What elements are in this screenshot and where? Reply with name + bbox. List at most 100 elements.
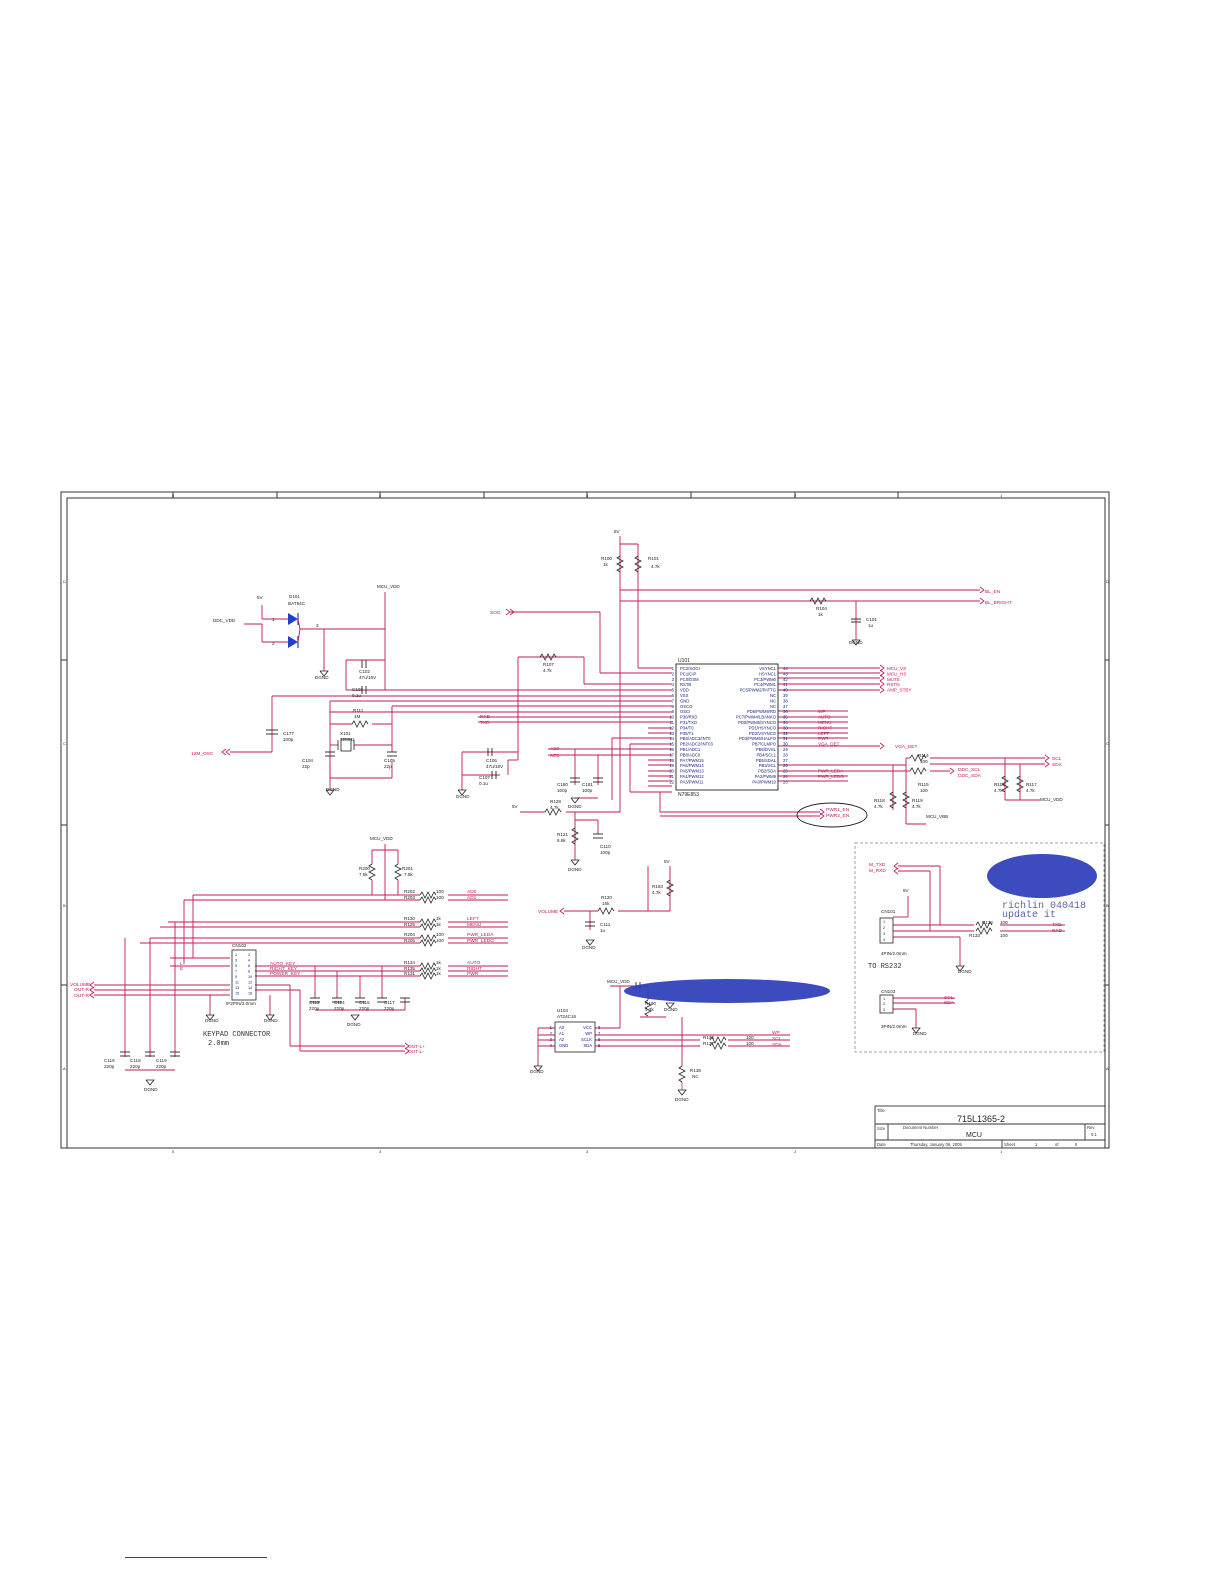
part-value: 12MHz xyxy=(340,737,355,742)
ground-symbol xyxy=(677,1089,687,1096)
part-value: 4.7k xyxy=(550,805,559,810)
pin-name: VSYNC1 xyxy=(759,666,776,671)
pin-number: 24 xyxy=(783,774,788,779)
net-label: BL_EN xyxy=(985,589,1001,595)
pin-number: 12 xyxy=(248,981,252,985)
part-value: 220p xyxy=(104,1064,115,1069)
diode-d101 xyxy=(288,613,301,648)
size-label: Size xyxy=(877,1126,886,1131)
pin-name: PC1/CIP xyxy=(680,671,696,676)
pin-name: P35/T1 xyxy=(680,731,694,736)
net-label: LEFT xyxy=(467,916,479,922)
pin-number: 43 xyxy=(783,671,788,676)
pin-number: 20 xyxy=(669,769,674,774)
highlight-marks xyxy=(624,802,1097,1003)
part-ref: R119 xyxy=(912,798,923,803)
pin-number: 28 xyxy=(783,752,788,757)
part-value: 100 xyxy=(436,889,444,894)
mcu-part: N79E853 xyxy=(678,792,699,798)
part-ref: C114 xyxy=(334,1000,345,1005)
net-label: RSTN xyxy=(887,682,900,687)
part-value: 100p xyxy=(600,850,611,855)
pin-name: PD2/VSYNCO xyxy=(749,731,777,736)
pin-number: 15 xyxy=(235,992,239,996)
part-ref: C106 xyxy=(486,758,497,763)
pin-name: HSYNC1 xyxy=(759,671,777,676)
pin-number: 10 xyxy=(248,975,252,979)
pin-number: 11 xyxy=(235,981,239,985)
pin-name: PC3/PWM0 xyxy=(754,677,777,682)
grid-row-label: B xyxy=(63,903,66,908)
resistor-symbol xyxy=(709,1036,727,1044)
capacitor-symbol xyxy=(487,748,493,756)
svg-text:4: 4 xyxy=(883,938,885,942)
capacitor-symbol xyxy=(851,618,861,623)
net-label: PWR xyxy=(818,736,829,741)
handwritten-note-line: richlin 040418 xyxy=(1002,900,1086,912)
resistor-symbol xyxy=(368,863,376,881)
net-label: DGND xyxy=(568,867,582,872)
part-value: 100 xyxy=(436,895,444,900)
pin-number: 29 xyxy=(783,747,788,752)
net-label: MCU_VS xyxy=(887,666,906,671)
pin-number: 7 xyxy=(598,1031,601,1036)
pin-number: 6 xyxy=(598,1037,601,1042)
pin-name: PA0/PWM10 xyxy=(752,779,776,784)
net-label: AD1 xyxy=(467,895,477,901)
part-value: 100p xyxy=(557,788,568,793)
ground-symbol xyxy=(570,797,580,804)
net-label: TXD xyxy=(1052,922,1062,928)
pin-number: 16 xyxy=(248,992,252,996)
svg-text:1: 1 xyxy=(883,997,885,1001)
pin-number: 40 xyxy=(783,688,788,693)
net-label: PWR_LEDG xyxy=(818,774,844,779)
net-label: DDC_SDA xyxy=(958,773,982,779)
part-ref: R111 xyxy=(353,708,364,713)
pin-name: VCC xyxy=(583,1025,592,1030)
pin-number: 42 xyxy=(783,677,788,682)
pin-name: SCLK xyxy=(581,1037,592,1042)
capacitor-symbol xyxy=(332,997,342,1003)
resistor-symbol xyxy=(644,999,652,1017)
net-label: RXD xyxy=(480,714,491,720)
net-label: OUT-L- xyxy=(408,1049,424,1055)
pin-number: 26 xyxy=(783,763,788,768)
part-value: 4.7k xyxy=(874,804,883,809)
pin-number: 12 xyxy=(669,725,674,730)
resistor-symbol xyxy=(666,879,674,897)
capacitor-symbol xyxy=(585,921,595,927)
grid-labels: 5 4 3 2 1 5 4 3 2 1 D C B A D C B A xyxy=(63,493,1109,1154)
ground-symbol xyxy=(265,1014,275,1021)
net-label: MCU_VDD xyxy=(607,979,630,984)
part-value: 4.7k xyxy=(543,668,552,673)
grid-col-label: 1 xyxy=(1000,493,1003,498)
part-value: 100 xyxy=(1000,920,1008,925)
part-value: 100 xyxy=(746,1035,754,1040)
part-ref: R118 xyxy=(874,798,885,803)
net-label: TXD xyxy=(480,720,490,726)
part-ref: R204 xyxy=(404,932,415,937)
part-ref: C104 xyxy=(302,758,313,763)
part-value: 4.7k xyxy=(1026,788,1035,793)
pin-name: PA7/PWM15 xyxy=(680,758,704,763)
keypad-notes: KEYPAD CONNECTOR 2.0mm xyxy=(203,1031,271,1048)
part-ref: CN102 xyxy=(232,943,247,948)
part-ref: R117 xyxy=(1026,782,1037,787)
ground-symbol xyxy=(319,670,329,677)
pin-number: 1 xyxy=(235,953,237,957)
ground-symbol xyxy=(955,965,965,972)
part-ref: U103 xyxy=(557,1008,568,1013)
pin-number: 4 xyxy=(550,1043,553,1048)
ground-symbol xyxy=(205,1014,215,1021)
pin-name: OSCI xyxy=(680,709,690,714)
grid-col-label: 2 xyxy=(794,493,797,498)
resistor-symbol xyxy=(419,918,437,926)
capacitor-symbol xyxy=(593,833,603,839)
resistor-symbol xyxy=(419,939,437,947)
grid-row-label: B xyxy=(1106,903,1109,908)
net-label: DGND xyxy=(326,787,340,792)
part-value: 100 xyxy=(436,938,444,943)
pin-name: PB2/ADC2/INT03 xyxy=(680,742,713,747)
pin-number: 5 xyxy=(672,688,675,693)
net-label: DGND xyxy=(144,1087,158,1092)
